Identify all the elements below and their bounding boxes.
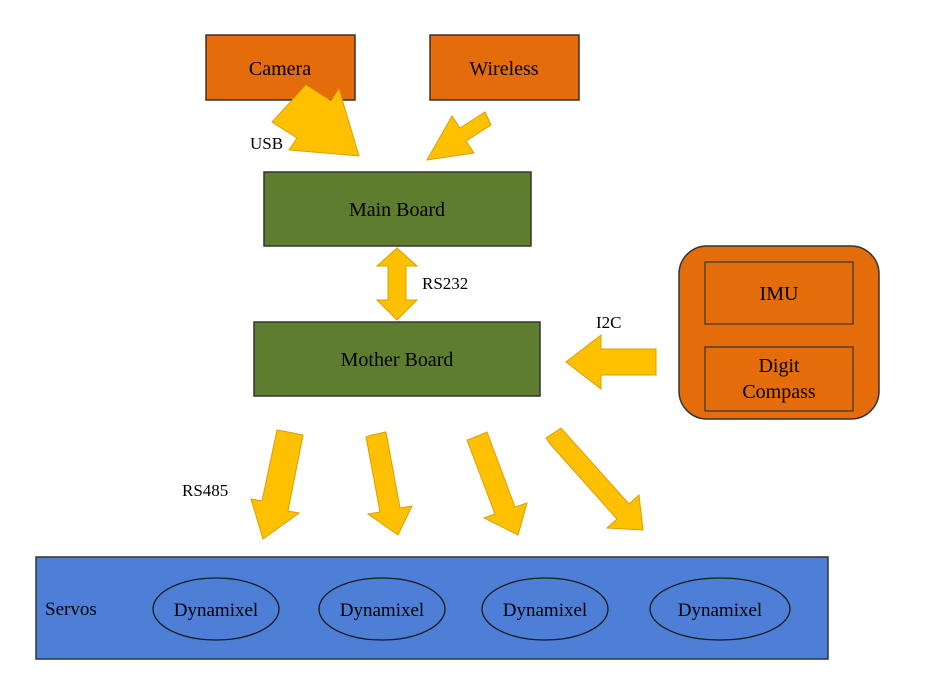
imu-box: [704, 261, 854, 325]
dynamixel-ellipse-2: [318, 577, 446, 641]
arrow-camera-to-main: [271, 84, 360, 157]
dynamixel-ellipse-1: [152, 577, 280, 641]
servos-label: Servos: [45, 599, 97, 620]
compass-label-line2: Compass: [742, 381, 816, 403]
servos-panel: [35, 556, 829, 660]
mother-board-label: Mother Board: [341, 349, 454, 371]
arrow-rs485-2: [365, 431, 413, 536]
dynamixel-label-1: Dynamixel: [174, 600, 258, 621]
dynamixel-label-4: Dynamixel: [678, 600, 762, 621]
dynamixel-ellipse-4: [649, 577, 791, 641]
wireless-label: Wireless: [469, 58, 538, 80]
camera-box: [205, 34, 356, 101]
arrow-rs232-bidirectional: [375, 247, 419, 321]
main-board-box: [263, 171, 532, 247]
arrow-i2c-to-mother: [565, 333, 657, 391]
mother-board-box: [253, 321, 541, 397]
compass-label-line1: Digit: [758, 355, 800, 377]
camera-label: Camera: [249, 58, 311, 80]
usb-label: USB: [250, 134, 283, 153]
dynamixel-label-2: Dynamixel: [340, 600, 424, 621]
wireless-box: [429, 34, 580, 101]
main-board-label: Main Board: [349, 199, 445, 221]
arrow-rs485-3: [466, 431, 528, 536]
rs485-label: RS485: [182, 481, 228, 500]
i2c-label: I2C: [596, 313, 622, 332]
dynamixel-label-3: Dynamixel: [503, 600, 587, 621]
compass-box: [704, 346, 854, 412]
rs232-label: RS232: [422, 274, 468, 293]
imu-label: IMU: [760, 283, 799, 305]
arrow-rs485-4: [545, 427, 644, 531]
dynamixel-ellipse-3: [481, 577, 609, 641]
arrow-rs485-1: [250, 429, 304, 540]
arrow-wireless-to-main: [426, 111, 492, 161]
